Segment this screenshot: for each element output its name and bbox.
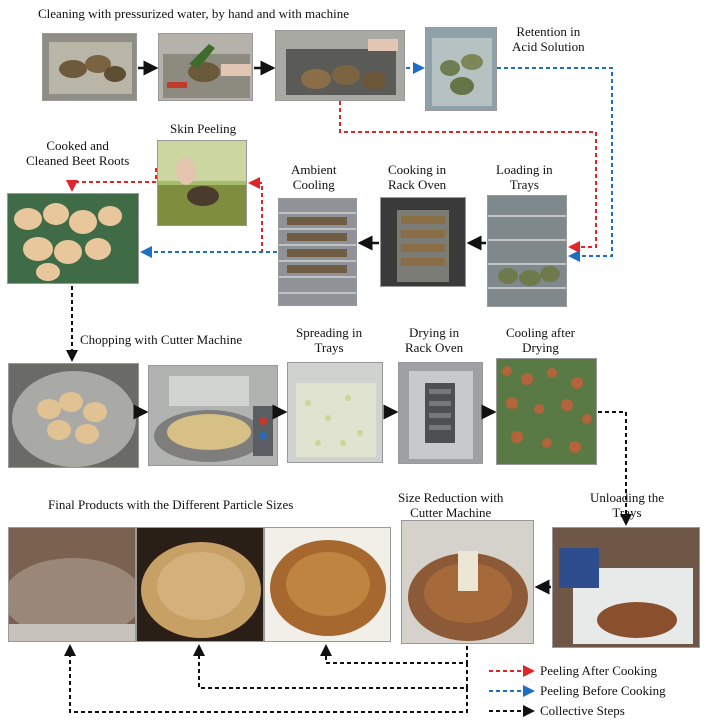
photo-cooling-after-drying <box>496 358 597 465</box>
photo-skin-peeling <box>157 140 247 226</box>
label-cooking-rack-oven: Cooking in Rack Oven <box>388 162 446 192</box>
label-coolafter-line2: Drying <box>522 340 559 355</box>
label-chopping: Chopping with Cutter Machine <box>80 332 243 347</box>
arrow-sizered-final3 <box>320 644 468 664</box>
arrow-peeling-cooked-red <box>66 168 157 192</box>
label-cooking-line1: Cooking in <box>388 162 447 177</box>
label-spreading-line1: Spreading in <box>296 325 363 340</box>
label-sizered-line2: Cutter Machine <box>410 505 492 520</box>
label-sizered-line1: Size Reduction with <box>398 490 504 505</box>
label-loading-line1: Loading in <box>496 162 553 177</box>
label-unloading-trays: Unloading the Trays <box>590 490 664 520</box>
photo-final-product-fine <box>8 527 136 642</box>
photo-loading-in-trays <box>487 195 567 307</box>
label-retention: Retention in Acid Solution <box>512 24 585 54</box>
label-final-products: Final Products with the Different Partic… <box>48 497 294 512</box>
photo-washing-by-hand <box>158 33 253 101</box>
photo-washing-tank-1 <box>42 33 137 101</box>
label-spreading-line2: Trays <box>314 340 344 355</box>
label-cleaning: Cleaning with pressurized water, by hand… <box>38 6 350 21</box>
photo-cooked-cleaned-beets <box>7 193 139 284</box>
label-drying-line1: Drying in <box>408 325 460 340</box>
arrow-sizered-final2 <box>193 644 468 689</box>
label-cooked-line1: Cooked and <box>46 138 109 153</box>
label-cooked-beets: Cooked and Cleaned Beet Roots <box>26 138 129 168</box>
legend-blue-label: Peeling Before Cooking <box>540 683 666 698</box>
photo-acid-solution-tank <box>425 27 497 111</box>
label-unloading-line2: Trays <box>612 505 642 520</box>
label-drying-line2: Rack Oven <box>405 340 464 355</box>
label-skin-peeling: Skin Peeling <box>170 121 237 136</box>
label-ambient-cooling: Ambient Cooling <box>291 162 337 192</box>
label-cooling-after-drying: Cooling after Drying <box>506 325 575 355</box>
label-spreading-trays: Spreading in Trays <box>296 325 362 355</box>
label-cooked-line2: Cleaned Beet Roots <box>26 153 130 168</box>
arrow-ambient-peeling-red <box>248 177 277 253</box>
photo-size-reduction-cutter <box>401 520 534 644</box>
photo-washing-machine <box>275 30 405 101</box>
photo-cutter-machine <box>148 365 278 466</box>
photo-final-product-medium <box>136 527 264 642</box>
label-ambient-line2: Cooling <box>292 177 335 192</box>
arrow-sizered-final1 <box>64 644 468 713</box>
label-loading-line2: Trays <box>509 177 539 192</box>
photo-unloading-trays <box>552 527 700 648</box>
label-size-reduction: Size Reduction with Cutter Machine <box>398 490 503 520</box>
label-loading-trays: Loading in Trays <box>496 162 553 192</box>
label-retention-line1: Retention in <box>516 24 581 39</box>
legend-red-label: Peeling After Cooking <box>540 663 657 678</box>
photo-cooking-rack-oven <box>380 197 466 287</box>
label-unloading-line1: Unloading the <box>590 490 665 505</box>
photo-spreading-trays <box>287 362 383 463</box>
photo-chopping-cutter <box>8 363 139 468</box>
label-retention-line2: Acid Solution <box>512 39 585 54</box>
legend-black-label: Collective Steps <box>540 703 625 718</box>
label-ambient-line1: Ambient <box>291 162 337 177</box>
photo-final-product-coarse <box>264 527 391 642</box>
photo-ambient-cooling <box>278 198 357 306</box>
label-coolafter-line1: Cooling after <box>506 325 575 340</box>
label-cooking-line2: Rack Oven <box>388 177 447 192</box>
photo-drying-rack-oven <box>398 362 483 464</box>
label-drying-rack-oven: Drying in Rack Oven <box>405 325 463 355</box>
